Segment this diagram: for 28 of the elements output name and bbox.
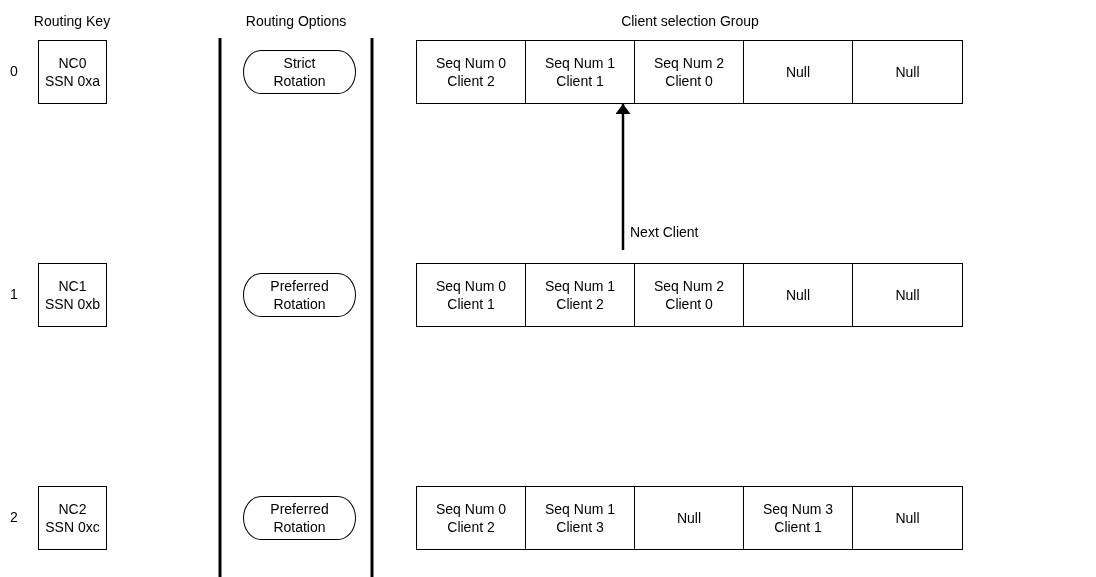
routing-option-pill: Preferred Rotation (243, 496, 356, 540)
routing-key-box: NC1 SSN 0xb (38, 263, 107, 327)
client-slot-cell: Seq Num 2 Client 0 (634, 263, 744, 327)
routing-key-box: NC0 SSN 0xa (38, 40, 107, 104)
routing-key-box: NC2 SSN 0xc (38, 486, 107, 550)
row-number: 1 (10, 286, 18, 302)
client-slot-cell: Seq Num 0 Client 2 (416, 40, 526, 104)
client-slot-cell: Null (852, 486, 963, 550)
routing-option-pill: Strict Rotation (243, 50, 356, 94)
client-slot-cell: Null (743, 263, 853, 327)
routing-option-pill: Preferred Rotation (243, 273, 356, 317)
client-slot-cell: Seq Num 0 Client 2 (416, 486, 526, 550)
client-slot-cell: Seq Num 1 Client 1 (525, 40, 635, 104)
row-number: 2 (10, 509, 18, 525)
client-slot-cell: Null (852, 263, 963, 327)
client-slot-cell: Null (852, 40, 963, 104)
client-slot-cell: Seq Num 1 Client 2 (525, 263, 635, 327)
arrow-label: Next Client (630, 222, 750, 242)
client-slot-cell: Seq Num 1 Client 3 (525, 486, 635, 550)
client-slot-cell: Null (743, 40, 853, 104)
row-number: 0 (10, 63, 18, 79)
client-slot-cell: Seq Num 3 Client 1 (743, 486, 853, 550)
client-slot-cell: Seq Num 0 Client 1 (416, 263, 526, 327)
client-slot-cell: Null (634, 486, 744, 550)
client-slot-cell: Seq Num 2 Client 0 (634, 40, 744, 104)
arrow (618, 104, 628, 250)
column-header: Routing Options (245, 13, 347, 29)
column-header: Client selection Group (621, 13, 759, 29)
